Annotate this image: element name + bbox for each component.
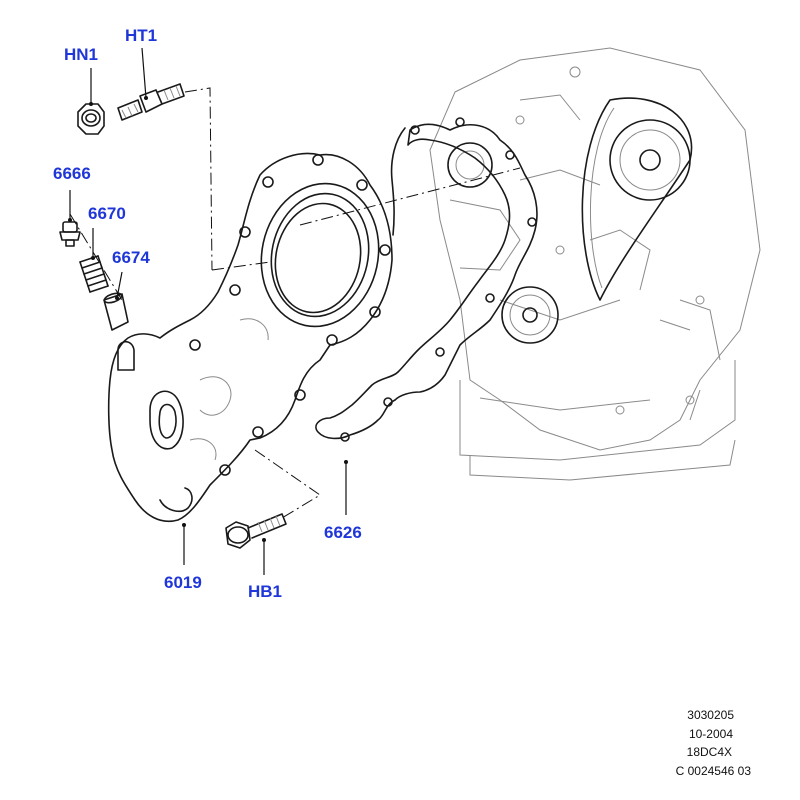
spring-6670 [79, 255, 109, 293]
callout-6674: 6674 [112, 248, 150, 267]
callout-ht1: HT1 [125, 26, 158, 45]
reference-line-1: 3030205 [687, 708, 734, 722]
plunger-6674 [103, 292, 129, 331]
callout-6019: 6019 [164, 573, 202, 592]
callout-6670: 6670 [88, 204, 126, 223]
callout-leader-lines [68, 47, 348, 575]
front-timing-cover [107, 152, 393, 522]
timing-cover-gasket [315, 117, 538, 442]
engine-block-illustration [429, 47, 761, 481]
callout-6626: 6626 [324, 523, 362, 542]
assembly-centerlines [69, 87, 521, 519]
reference-line-3: 18DC4X [686, 745, 732, 759]
hex-nut-hn1 [77, 103, 105, 135]
plug-6666 [59, 221, 81, 247]
callout-6666: 6666 [53, 164, 91, 183]
callout-hn1: HN1 [64, 45, 99, 64]
reference-line-2: 10-2004 [688, 727, 733, 741]
reference-line-4: C 0024546 03 [675, 764, 751, 778]
stud-ht1 [117, 83, 185, 121]
callout-hb1: HB1 [248, 582, 283, 601]
flange-bolt-hb1 [225, 513, 287, 549]
